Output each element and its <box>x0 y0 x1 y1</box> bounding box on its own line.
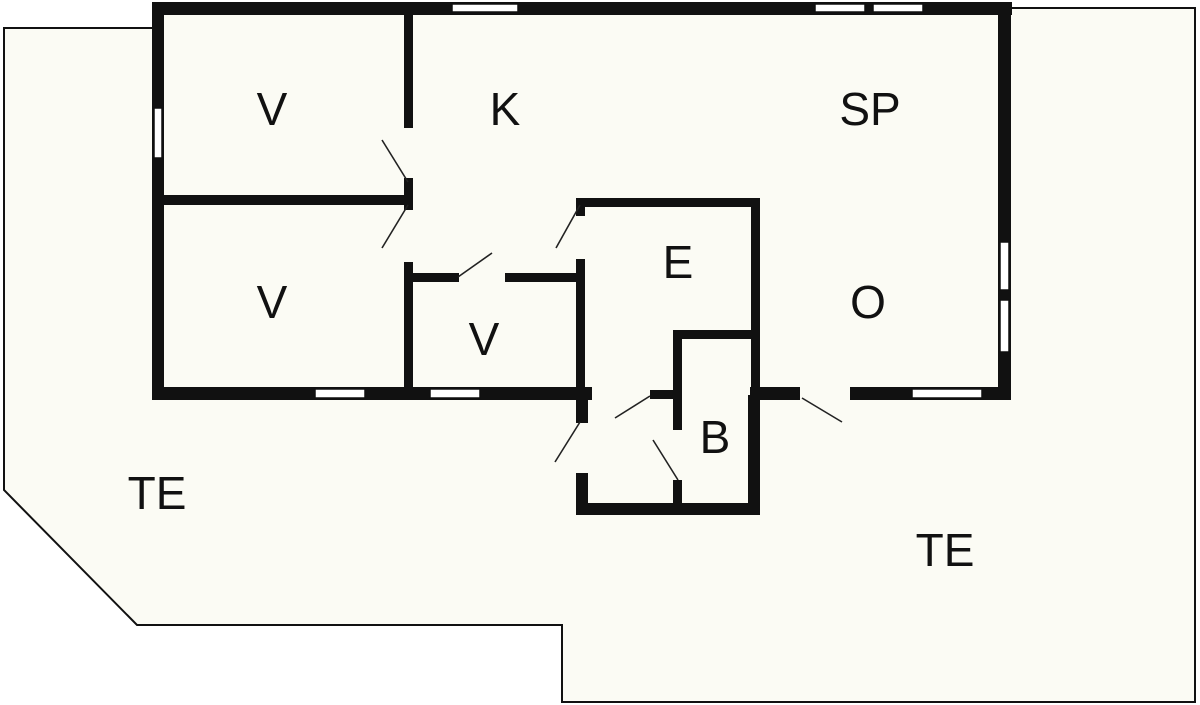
wall-bath-right <box>748 395 760 515</box>
label-bedroom-top: V <box>257 83 288 135</box>
label-dining: SP <box>839 83 900 135</box>
window-left <box>153 107 163 159</box>
window-right-2 <box>999 299 1010 353</box>
door-leaf-entrance <box>555 204 581 249</box>
door-leaf-front <box>554 421 581 463</box>
bath-interior <box>578 395 758 513</box>
window-right-1 <box>999 241 1010 291</box>
wall-bedroom-divider <box>158 195 413 205</box>
label-entrance: E <box>663 236 694 288</box>
wall-bath-left <box>673 330 682 430</box>
wall-outer-top <box>152 2 1012 15</box>
door-leaf-small-bedroom <box>457 252 493 278</box>
door-leaf-living <box>801 397 843 423</box>
wall-vestibule-stub <box>650 390 680 399</box>
wall-vestibule-post <box>576 395 588 423</box>
wall-bath-top <box>673 330 753 339</box>
window-bottom-2 <box>429 388 481 399</box>
label-terrace-right: TE <box>916 524 975 576</box>
wall-outer-bottom-left <box>152 387 592 400</box>
wall-entrance-right <box>751 198 760 398</box>
wall-kitchen-middle <box>404 178 413 210</box>
label-terrace-left: TE <box>128 467 187 519</box>
door-leaf-bath <box>652 439 679 481</box>
label-bedroom-small: V <box>469 313 500 365</box>
window-bottom-3 <box>911 388 983 399</box>
wall-bath-bottom <box>576 503 760 515</box>
wall-small-bedroom-right <box>576 259 585 394</box>
door-leaf-vestibule <box>614 395 651 419</box>
wall-entrance-top <box>576 198 760 207</box>
window-top-1 <box>451 3 519 13</box>
label-bedroom-bottom: V <box>257 276 288 328</box>
label-kitchen: K <box>490 83 521 135</box>
window-bottom-1 <box>314 388 366 399</box>
wall-vestibule-left <box>576 473 588 515</box>
wall-bath-left-lower <box>673 480 682 510</box>
door-leaf-bedroom-bottom <box>381 204 409 249</box>
wall-kitchen-upper <box>404 10 413 128</box>
label-living: O <box>850 276 886 328</box>
window-top-3 <box>872 3 924 13</box>
door-leaf-bedroom-top <box>381 139 409 183</box>
wall-small-bedroom-top-right <box>505 273 585 282</box>
wall-small-bedroom-top-left <box>404 273 459 282</box>
door-gap-bottom-right <box>800 387 850 400</box>
wall-bedroom-right <box>404 262 413 392</box>
label-bathroom: B <box>700 411 731 463</box>
window-top-2 <box>814 3 866 13</box>
